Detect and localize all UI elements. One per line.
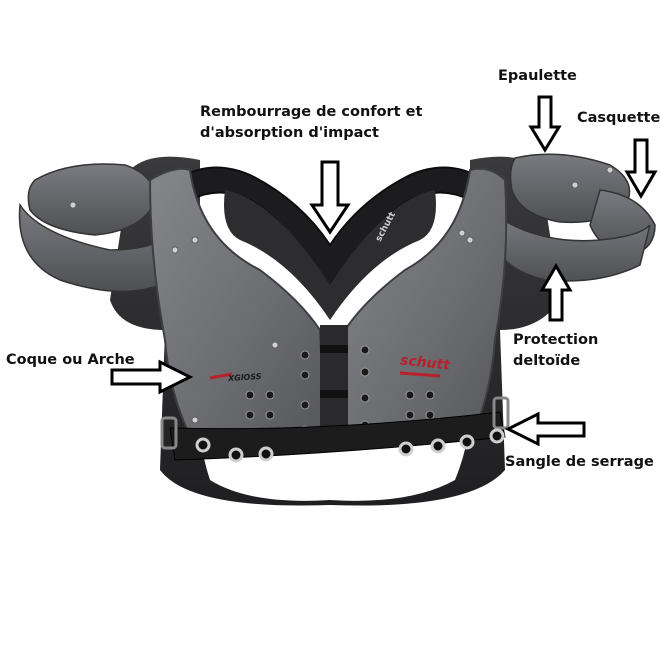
label-epaulette: Epaulette bbox=[498, 66, 577, 87]
strap bbox=[170, 412, 505, 460]
label-rembourrage-line2: d'absorption d'impact bbox=[200, 123, 422, 144]
label-rembourrage: Rembourrage de confort et d'absorption d… bbox=[200, 102, 422, 144]
label-casquette: Casquette bbox=[577, 108, 660, 129]
arrow-protection bbox=[542, 266, 570, 320]
label-sangle: Sangle de serrage bbox=[505, 452, 654, 473]
arrow-casquette bbox=[627, 140, 655, 196]
arrow-sangle bbox=[508, 414, 584, 444]
arrow-rembourrage bbox=[312, 162, 348, 232]
label-protection-deltoide: Protection deltoïde bbox=[513, 330, 598, 372]
label-coque: Coque ou Arche bbox=[6, 350, 135, 371]
label-rembourrage-line1: Rembourrage de confort et bbox=[200, 102, 422, 123]
arrow-epaulette bbox=[531, 97, 559, 150]
label-protection-line1: Protection bbox=[513, 330, 598, 351]
label-protection-line2: deltoïde bbox=[513, 351, 598, 372]
